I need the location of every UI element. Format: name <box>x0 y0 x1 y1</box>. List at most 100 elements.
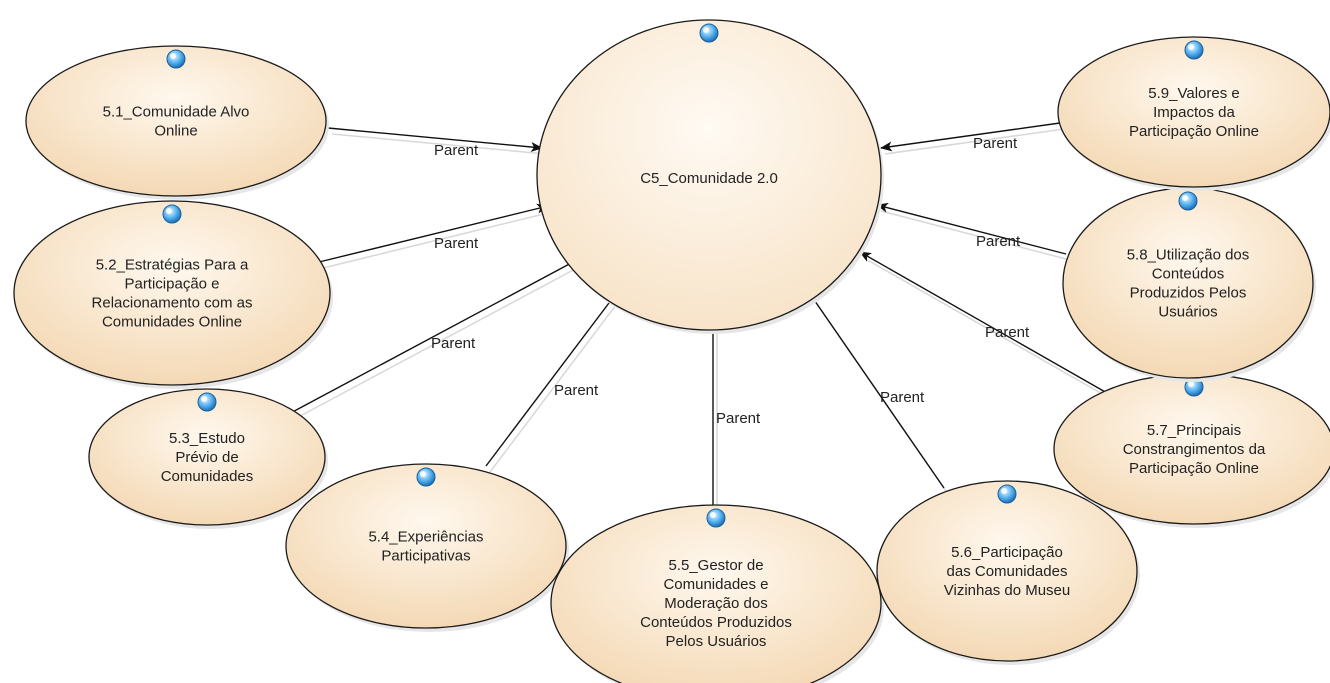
marker-highlight <box>703 27 709 33</box>
label-line: Produzidos Pelos <box>1130 285 1247 302</box>
label-line: 5.8_Utilização dos <box>1127 247 1250 264</box>
edge-shadow <box>318 211 553 270</box>
edge-line[interactable] <box>876 202 1067 255</box>
edge-line[interactable] <box>284 253 589 417</box>
marker-highlight <box>1188 381 1194 387</box>
edge-line[interactable] <box>314 203 549 264</box>
use-case-ellipse[interactable] <box>550 504 882 683</box>
marker-highlight <box>166 208 172 214</box>
edge-line[interactable] <box>327 127 543 152</box>
label-line: 5.1_Comunidade Alvo <box>103 104 250 121</box>
label-line: Vizinhas do Museu <box>944 582 1070 599</box>
use-case-marker-icon <box>162 204 182 224</box>
label-line: 5.6_Participação <box>951 544 1063 561</box>
edge-shadow <box>880 210 1071 261</box>
marker-highlight <box>201 396 207 402</box>
use-case-ellipse[interactable] <box>25 45 327 197</box>
label-line: Conteúdos <box>1152 266 1225 283</box>
use-case-label: C5_Comunidade 2.0 <box>640 170 778 187</box>
marker-highlight <box>710 512 716 518</box>
edge-label-parent: Parent <box>985 324 1030 341</box>
edge-shadow <box>331 133 547 155</box>
use-case-marker-icon <box>166 49 186 69</box>
label-line: Comunidades <box>161 468 254 485</box>
edge-n51-to-c5: Parent <box>327 127 547 159</box>
use-case-ellipse[interactable] <box>88 388 326 526</box>
edge-line[interactable] <box>485 290 619 467</box>
edge-label-parent: Parent <box>976 233 1021 250</box>
marker-highlight <box>170 53 176 59</box>
label-line: Impactos da <box>1153 104 1235 121</box>
edge-n59-to-c5: Parent <box>880 122 1065 155</box>
use-case-marker-icon <box>699 23 719 43</box>
label-line: Online <box>154 123 197 140</box>
marker-highlight <box>1188 44 1194 50</box>
label-line: Participação e <box>124 276 219 293</box>
marker-highlight <box>420 471 426 477</box>
edge-n52-to-c5: Parent <box>314 203 553 270</box>
marker-highlight <box>1001 488 1007 494</box>
label-line: Prévio de <box>175 449 238 466</box>
edge-line[interactable] <box>859 251 1108 394</box>
edge-line[interactable] <box>880 122 1061 152</box>
label-line: 5.4_Experiências <box>368 529 483 546</box>
use-case-ellipse[interactable] <box>13 200 331 386</box>
marker-highlight <box>1182 195 1188 201</box>
edge-label-parent: Parent <box>554 382 599 399</box>
label-line: 5.2_Estratégias Para a <box>96 257 249 274</box>
use-case-ellipse[interactable] <box>285 463 567 629</box>
use-case-marker-icon <box>416 467 436 487</box>
label-line: Comunidades Online <box>102 314 242 331</box>
edge-n57-to-c5: Parent <box>859 251 1112 400</box>
use-case-marker-icon <box>1178 191 1198 211</box>
use-case-ellipse[interactable] <box>536 19 882 331</box>
label-line: Comunidades e <box>663 576 768 593</box>
edge-label-parent: Parent <box>973 135 1018 152</box>
use-case-marker-icon <box>706 508 726 528</box>
use-case-marker-icon <box>1184 40 1204 60</box>
edge-shadow <box>863 257 1112 400</box>
use-case-center[interactable]: C5_Comunidade 2.0 <box>536 19 884 334</box>
edge-n55-to-c5: Parent <box>708 319 761 511</box>
use-case-ellipse[interactable] <box>876 480 1138 662</box>
label-line: 5.9_Valores e <box>1148 85 1239 102</box>
label-line: 5.7_Principais <box>1147 422 1241 439</box>
edge-line[interactable] <box>807 290 945 489</box>
use-case-marker-icon <box>997 484 1017 504</box>
label-line: Pelos Usuários <box>666 633 767 650</box>
edge-n53-to-c5: Parent <box>284 253 593 423</box>
use-case-ellipse[interactable] <box>1062 187 1314 379</box>
edge-n54-to-c5: Parent <box>485 290 623 473</box>
label-line: Constrangimentos da <box>1123 441 1266 458</box>
label-line: Conteúdos Produzidos <box>640 614 792 631</box>
use-case-ellipse[interactable] <box>1057 36 1330 188</box>
label-line: das Comunidades <box>947 563 1068 580</box>
edge-shadow <box>884 128 1065 155</box>
edge-label-parent: Parent <box>716 410 761 427</box>
label-line: Usuários <box>1158 304 1217 321</box>
edges-layer: ParentParentParentParentParentParentPare… <box>284 122 1112 511</box>
edge-n56-to-c5: Parent <box>807 290 949 495</box>
label-line: Participativas <box>381 548 470 565</box>
label-line: Moderação dos <box>664 595 767 612</box>
